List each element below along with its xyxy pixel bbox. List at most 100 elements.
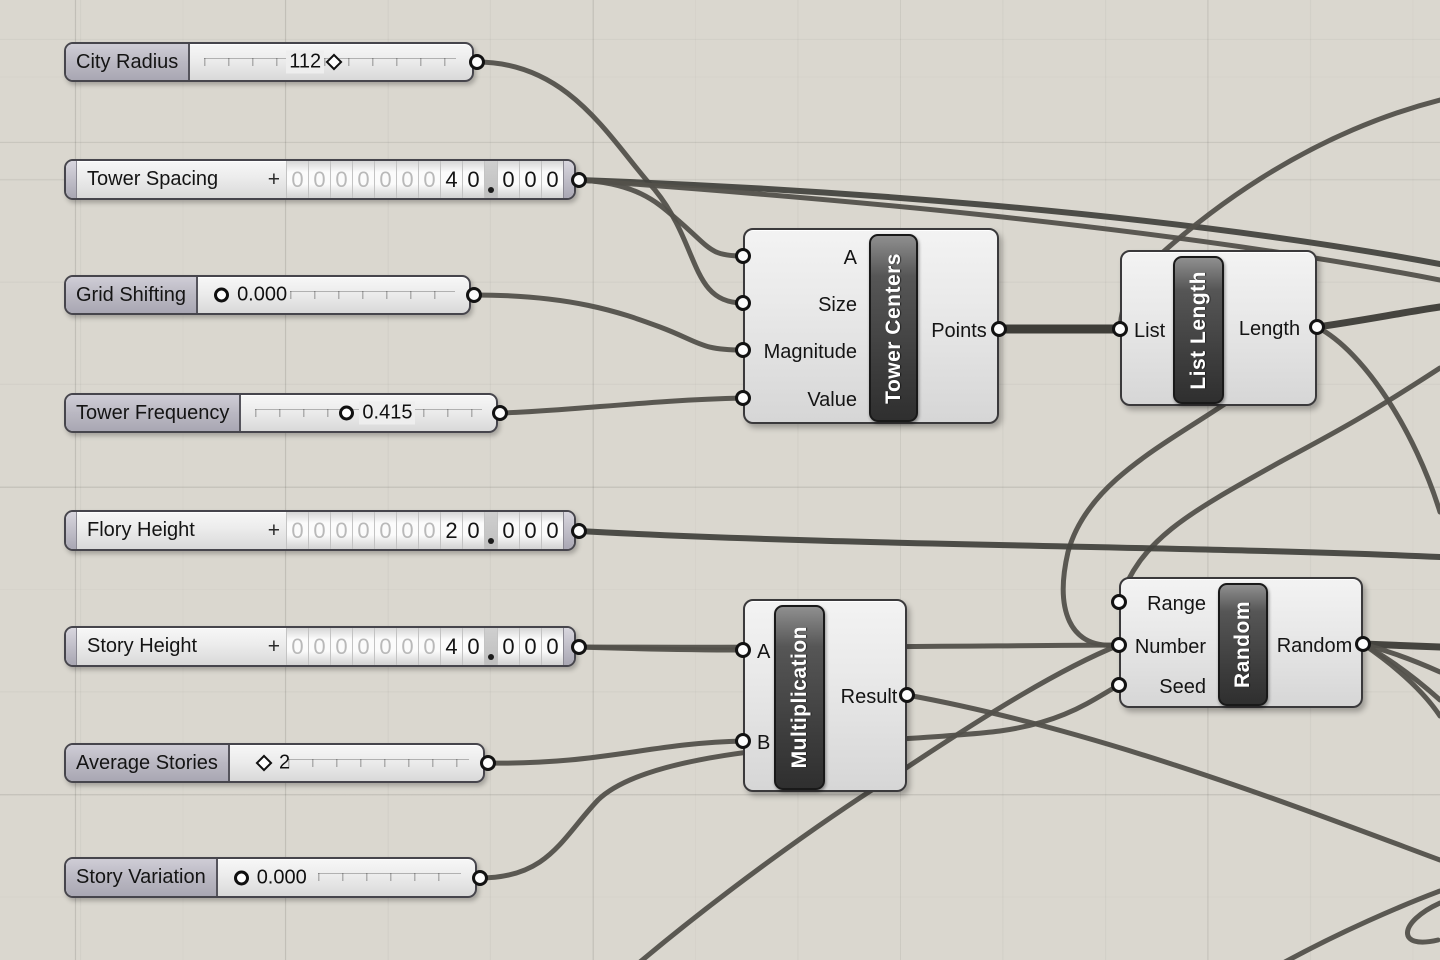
slider-track[interactable]: 2 [230, 745, 483, 781]
digit-cell[interactable]: 0 [308, 512, 330, 549]
digit-cell[interactable]: 0 [462, 512, 484, 549]
output-port-story-variation[interactable] [472, 870, 488, 886]
number-scroller-flory-height[interactable]: Flory Height + 0 0 0 0 0 0 0 2 0 0 0 0 [64, 510, 576, 551]
slider-track[interactable]: 0.415 [241, 395, 496, 431]
digit-cell[interactable]: 0 [519, 161, 541, 198]
input-port-size[interactable] [735, 295, 751, 311]
scroller-endcap[interactable] [563, 161, 574, 198]
digit-cell[interactable]: 0 [497, 628, 519, 665]
output-port-length[interactable] [1309, 319, 1325, 335]
digit-cell[interactable]: 0 [396, 628, 418, 665]
wire-result-offcanvas[interactable] [904, 692, 1440, 863]
digit-cell[interactable]: 0 [396, 512, 418, 549]
digit-cell[interactable]: 0 [541, 628, 563, 665]
digit-cell[interactable]: 0 [541, 512, 563, 549]
component-name-bar[interactable]: Random [1218, 583, 1268, 706]
digit-cell[interactable]: 0 [374, 512, 396, 549]
wire-city-radius-to-size[interactable] [474, 59, 746, 306]
scroller-endcap[interactable] [563, 628, 574, 665]
wire-flory-height-offcanvas[interactable] [576, 528, 1440, 560]
wire-tower-frequency-to-value[interactable] [498, 395, 746, 416]
scroller-endcap[interactable] [66, 161, 77, 198]
input-port-range[interactable] [1111, 594, 1127, 610]
output-port-points[interactable] [991, 321, 1007, 337]
slider-grid-shifting[interactable]: Grid Shifting 0.000 [64, 275, 471, 315]
wire-grid-shifting-to-magnitude[interactable] [472, 292, 746, 353]
digit-cell[interactable]: 0 [497, 161, 519, 198]
wire-tower-spacing-to-a[interactable] [576, 177, 746, 259]
output-port-tower-frequency[interactable] [492, 405, 508, 421]
output-port-result[interactable] [899, 687, 915, 703]
scroller-endcap[interactable] [66, 628, 77, 665]
slider-handle-circle-icon[interactable] [339, 405, 355, 421]
slider-handle-circle-icon[interactable] [214, 287, 230, 303]
slider-city-radius[interactable]: City Radius 112 [64, 42, 474, 82]
output-port-grid-shifting[interactable] [466, 287, 482, 303]
digit-cell[interactable]: 0 [286, 161, 308, 198]
digit-cell[interactable]: 0 [396, 161, 418, 198]
digit-cell[interactable]: 0 [308, 628, 330, 665]
output-port-tower-spacing[interactable] [571, 172, 587, 188]
input-port-value[interactable] [735, 390, 751, 406]
digit-cell[interactable]: 0 [541, 161, 563, 198]
wire-average-stories-to-b[interactable] [485, 738, 746, 766]
input-port-list[interactable] [1112, 321, 1128, 337]
digit-cell[interactable]: 0 [374, 628, 396, 665]
digit-cell[interactable]: 0 [462, 161, 484, 198]
digit-cell[interactable]: 0 [519, 512, 541, 549]
digit-cell[interactable]: 0 [308, 161, 330, 198]
slider-tower-frequency[interactable]: Tower Frequency 0.415 [64, 393, 498, 433]
output-port-city-radius[interactable] [469, 54, 485, 70]
wire-offcanvas-bottomright[interactable] [1283, 888, 1440, 960]
output-port-story-height[interactable] [571, 639, 587, 655]
slider-handle-diamond-icon[interactable] [255, 754, 273, 772]
slider-track[interactable]: 0.000 [218, 859, 475, 896]
digit-cell[interactable]: 4 [440, 161, 462, 198]
output-port-flory-height[interactable] [571, 523, 587, 539]
scroller-endcap[interactable] [66, 512, 77, 549]
scroller-sign[interactable]: + [267, 167, 280, 191]
input-port-number[interactable] [1111, 637, 1127, 653]
component-name-bar[interactable]: Tower Centers [869, 234, 918, 422]
digit-cell[interactable]: 0 [497, 512, 519, 549]
input-port-a[interactable] [735, 248, 751, 264]
component-multiplication[interactable]: A B Multiplication Result [743, 599, 907, 792]
output-port-average-stories[interactable] [480, 755, 496, 771]
digit-cell[interactable]: 0 [352, 628, 374, 665]
digit-cell[interactable]: 0 [462, 628, 484, 665]
digit-cell[interactable]: 4 [440, 628, 462, 665]
slider-average-stories[interactable]: Average Stories 2 [64, 743, 485, 783]
wire-tower-spacing-offcanvas-1[interactable] [576, 177, 1440, 267]
slider-track[interactable]: 0.000 [198, 277, 469, 313]
digit-cell[interactable]: 0 [418, 512, 440, 549]
input-port-magnitude[interactable] [735, 342, 751, 358]
slider-track[interactable]: 112 [190, 44, 472, 80]
wire-offcanvas-hook[interactable] [1405, 900, 1440, 945]
wire-offcanvas-to-range[interactable] [1116, 365, 1440, 605]
digit-cell[interactable]: 0 [286, 628, 308, 665]
slider-handle-diamond-icon[interactable] [325, 53, 343, 71]
component-list-length[interactable]: List List Length Length [1120, 250, 1317, 406]
input-port-seed[interactable] [1111, 677, 1127, 693]
component-random[interactable]: Range Number Seed Random Random [1119, 577, 1363, 708]
slider-handle-circle-icon[interactable] [233, 870, 249, 885]
digit-cell[interactable]: 0 [418, 628, 440, 665]
input-port-b[interactable] [735, 733, 751, 749]
slider-story-variation[interactable]: Story Variation 0.000 [64, 857, 477, 898]
digit-cell[interactable]: 0 [352, 161, 374, 198]
component-tower-centers[interactable]: A Size Magnitude Value Tower Centers Poi… [743, 228, 999, 424]
wire-length-offcanvas-downright[interactable] [1314, 324, 1440, 515]
output-port-random[interactable] [1355, 636, 1371, 652]
digit-cell[interactable]: 0 [330, 512, 352, 549]
digit-cell[interactable]: 0 [330, 628, 352, 665]
number-scroller-story-height[interactable]: Story Height + 0 0 0 0 0 0 0 4 0 0 0 0 [64, 626, 576, 667]
digit-cell[interactable]: 0 [352, 512, 374, 549]
digit-cell[interactable]: 2 [440, 512, 462, 549]
digit-cell[interactable]: 0 [519, 628, 541, 665]
scroller-sign[interactable]: + [267, 518, 280, 542]
wire-random-offcanvas-down3[interactable] [1360, 641, 1440, 719]
digit-cell[interactable]: 0 [286, 512, 308, 549]
component-name-bar[interactable]: Multiplication [774, 605, 825, 790]
digit-cell[interactable]: 0 [374, 161, 396, 198]
